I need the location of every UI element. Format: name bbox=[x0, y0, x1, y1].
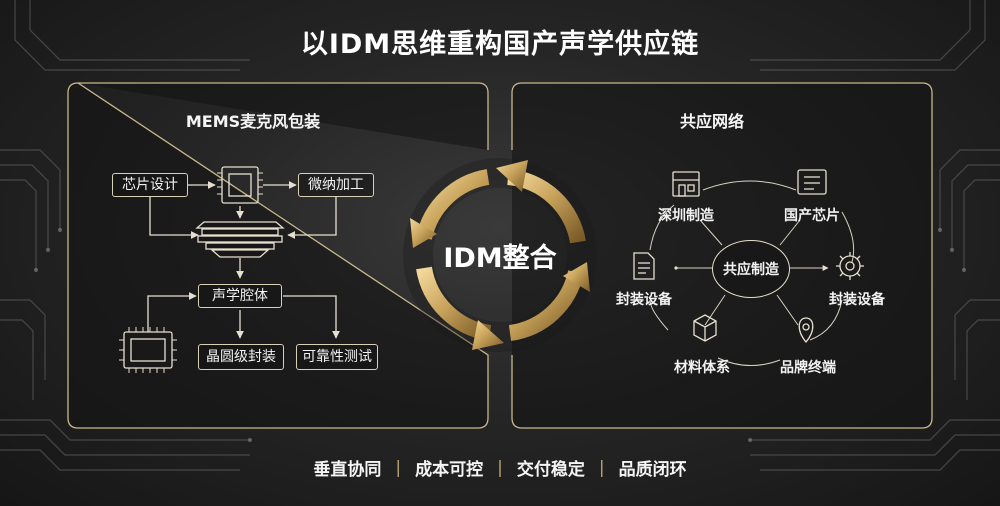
co-manufacturing-node: 共应制造 bbox=[712, 240, 790, 298]
footer-separator: | bbox=[497, 457, 503, 478]
footer-item-vertical: 垂直协同 bbox=[313, 460, 382, 480]
node-brand: 品牌终端 bbox=[780, 360, 836, 376]
page-title: 以IDM思维重构国产声学供应链 bbox=[300, 29, 700, 60]
node-packaging-left: 封装设备 bbox=[616, 292, 672, 308]
reliability-test-box: 可靠性测试 bbox=[296, 344, 378, 370]
circuit-traces bbox=[0, 0, 1000, 471]
footer-values: 垂直协同 | 成本可控 | 交付稳定 | 品质闭环 bbox=[0, 455, 1000, 481]
gear-icon bbox=[836, 252, 864, 280]
factory-icon bbox=[672, 171, 700, 197]
acoustic-cavity-box: 声学腔体 bbox=[198, 284, 282, 308]
left-panel-title: MEMS麦克风包装 bbox=[185, 112, 321, 131]
left-panel-frame bbox=[67, 82, 489, 429]
wafer-packaging-box: 晶圆级封装 bbox=[198, 344, 284, 370]
footer-separator: | bbox=[395, 457, 402, 478]
chip-document-icon bbox=[797, 169, 827, 195]
location-pin-icon bbox=[798, 317, 814, 344]
node-shenzhen: 深圳制造 bbox=[658, 208, 714, 224]
footer-item-delivery: 交付稳定 bbox=[516, 460, 585, 480]
node-domestic-chip: 国产芯片 bbox=[784, 208, 840, 224]
right-panel-title: 共应网络 bbox=[679, 112, 744, 131]
footer-item-cost: 成本可控 bbox=[415, 460, 484, 480]
cube-icon bbox=[693, 314, 717, 342]
chip-icon-bottom bbox=[119, 327, 177, 373]
footer-item-quality: 品质闭环 bbox=[618, 460, 687, 480]
node-materials: 材料体系 bbox=[674, 360, 730, 376]
chip-icon-top bbox=[217, 166, 263, 204]
layer-stack-icon bbox=[195, 221, 285, 258]
node-packaging-right: 封装设备 bbox=[829, 292, 885, 308]
micro-nano-box: 微纳加工 bbox=[298, 173, 374, 197]
document-icon bbox=[633, 252, 655, 280]
idm-integration-label: IDM整合 bbox=[443, 243, 557, 274]
chip-design-box: 芯片设计 bbox=[112, 173, 188, 197]
footer-separator: | bbox=[598, 457, 605, 478]
idm-cycle-arrows bbox=[403, 158, 597, 352]
